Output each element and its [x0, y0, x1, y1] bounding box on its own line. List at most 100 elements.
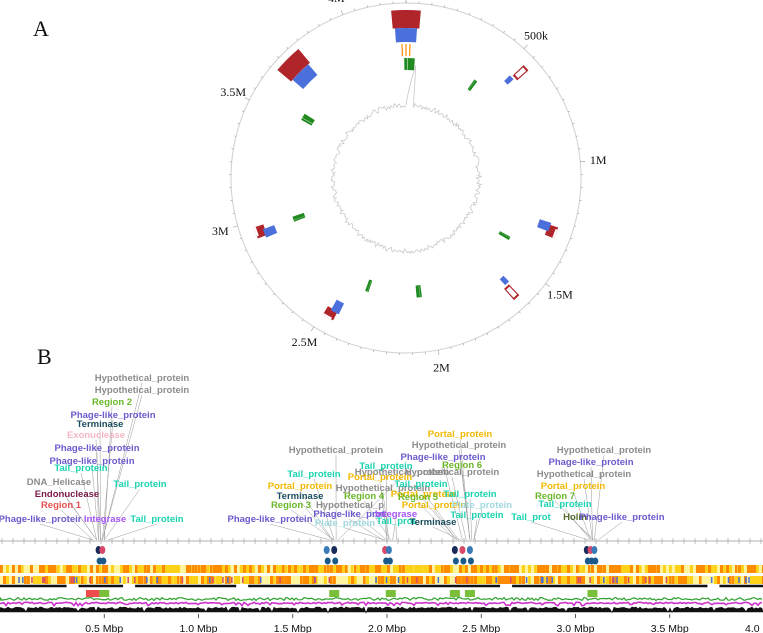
ring-tick — [232, 225, 238, 228]
gene-speck — [134, 577, 136, 583]
gene-speck — [231, 577, 233, 583]
gene-block — [459, 565, 464, 573]
gene-block — [624, 576, 628, 584]
gene-block — [606, 576, 609, 584]
gene-block — [708, 565, 713, 573]
gene-speck — [748, 577, 750, 583]
gene-block — [483, 565, 487, 573]
gene-block — [693, 565, 698, 573]
gene-block — [702, 565, 706, 573]
gene-block — [693, 576, 698, 584]
ring-label: 4M — [328, 0, 345, 5]
ring-tick — [456, 8, 458, 11]
annotation-label: Integrase — [84, 514, 126, 525]
axis-label: 3.5 Mbp — [651, 623, 689, 633]
panel-letter-a: A — [33, 16, 49, 41]
gene-block — [9, 576, 12, 584]
gene-block — [498, 565, 501, 573]
gene-block — [45, 576, 49, 584]
segment-gap — [123, 584, 136, 589]
gene-block — [288, 565, 292, 573]
gene-block — [213, 565, 217, 573]
gene-block — [486, 576, 490, 584]
gene-block — [393, 565, 396, 573]
gene-speck — [259, 577, 262, 583]
gene-block — [372, 576, 377, 584]
gene-block — [741, 576, 745, 584]
gene-block — [738, 576, 743, 584]
gene-icon — [323, 546, 330, 554]
region-bar — [99, 590, 110, 597]
ring-tick — [296, 38, 299, 41]
gene-speck — [18, 577, 20, 583]
gene-block — [45, 565, 49, 573]
gene-block — [381, 565, 386, 573]
annotation-label: Tail_protein — [54, 463, 107, 474]
gene-block — [237, 576, 241, 584]
gene-block — [231, 576, 235, 584]
ring-tick — [237, 123, 240, 125]
annotation-leader — [473, 519, 478, 541]
gene-block — [669, 576, 672, 584]
gene-block — [300, 565, 303, 573]
ring-label: 1M — [590, 153, 607, 167]
phage-block-line — [322, 312, 332, 320]
phage-block-red — [391, 9, 421, 29]
gene-block — [252, 576, 255, 584]
annotation-label: Region 3 — [271, 500, 311, 511]
gene-block — [435, 576, 438, 584]
gene-block — [750, 565, 754, 573]
gene-block — [633, 576, 637, 584]
green-mark-gap — [468, 79, 476, 90]
gene-speck — [242, 577, 244, 583]
gene-block — [261, 576, 265, 584]
region-bar — [464, 590, 475, 597]
gene-block — [135, 565, 138, 573]
gene-block — [504, 576, 508, 584]
annotation-label: Region 1 — [41, 500, 82, 511]
ring-tick — [486, 333, 489, 336]
gene-block — [198, 576, 201, 584]
gene-block — [696, 565, 700, 573]
gene-icon — [459, 546, 466, 554]
gene-block — [522, 576, 526, 584]
gene-block — [243, 565, 247, 573]
gene-block — [663, 576, 668, 584]
gene-block — [705, 565, 709, 573]
gene-block — [498, 576, 503, 584]
annotation-leader — [60, 509, 94, 541]
gene-block — [120, 576, 123, 584]
gene-block — [459, 576, 462, 584]
annotation-label: DNA_Helicase — [27, 477, 91, 488]
annotation-label: Phage-like_protein — [401, 452, 486, 463]
phage-block-line — [514, 67, 527, 79]
annotation-label: Portal_protein — [391, 489, 456, 500]
gene-block — [474, 565, 478, 573]
annotation-leader — [348, 518, 384, 541]
ring-label: 3M — [212, 224, 229, 238]
gene-block — [576, 565, 579, 573]
gene-block — [186, 576, 190, 584]
gene-block — [594, 565, 598, 573]
annotation-leader — [461, 469, 471, 541]
gene-block — [417, 576, 420, 584]
green-mark-gap — [293, 215, 305, 221]
gene-block — [387, 576, 390, 584]
green-mark-gap — [499, 231, 510, 239]
gene-block — [660, 576, 665, 584]
gene-block — [81, 576, 84, 584]
annotation-leader — [299, 490, 333, 541]
annotation-leader — [91, 465, 99, 541]
axis-label: 1.0 Mbp — [180, 623, 218, 633]
gene-block — [297, 576, 301, 584]
phage-block-blue — [292, 64, 318, 90]
ring-tick — [310, 326, 315, 332]
ring-tick — [532, 56, 535, 58]
gene-icon — [451, 546, 458, 554]
gene-block — [9, 565, 13, 573]
gene-block — [468, 576, 471, 584]
gene-block — [189, 576, 194, 584]
gene-block — [144, 565, 147, 573]
gene-block — [744, 565, 748, 573]
gene-block — [324, 565, 327, 573]
